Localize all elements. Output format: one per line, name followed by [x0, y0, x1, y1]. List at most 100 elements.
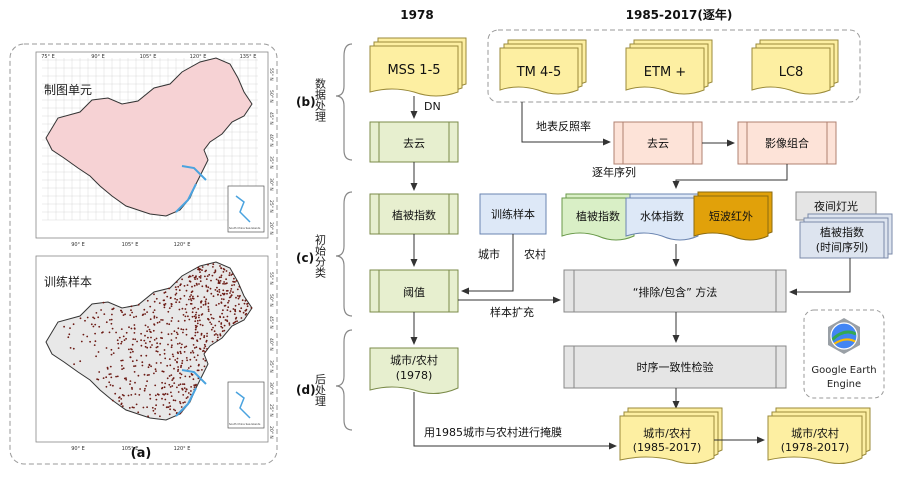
- sample-dot: [131, 406, 134, 409]
- sample-dot: [197, 308, 200, 310]
- sample-dot: [128, 326, 130, 329]
- sample-dot: [180, 328, 183, 330]
- sample-dot: [184, 375, 187, 378]
- sample-dot: [137, 411, 140, 414]
- sample-dot: [121, 405, 124, 407]
- sample-dot: [220, 276, 223, 278]
- sample-dot: [142, 313, 145, 316]
- sample-dot: [155, 404, 158, 407]
- sample-dot: [129, 356, 132, 359]
- sample-dot: [154, 368, 157, 371]
- lat-tick-top: 30° N: [268, 178, 274, 191]
- sample-dot: [185, 357, 188, 359]
- node-result-1985-2017: 城市/农村 (1985-2017): [619, 407, 723, 464]
- sample-dot: [210, 292, 213, 295]
- sample-dot: [153, 293, 155, 296]
- sample-dot: [72, 347, 75, 350]
- sample-dot: [183, 387, 186, 389]
- sample-dot: [73, 363, 75, 366]
- sample-dot: [194, 320, 197, 323]
- sample-dot: [120, 340, 123, 343]
- sample-dot: [137, 303, 140, 306]
- sample-dot: [186, 396, 189, 398]
- sample-dot: [226, 292, 228, 295]
- sample-dot: [196, 354, 199, 357]
- sample-dot: [220, 274, 223, 277]
- sample-dot: [220, 301, 223, 304]
- sample-dot: [131, 388, 134, 390]
- sample-dot: [166, 295, 169, 298]
- sample-dot: [120, 359, 123, 362]
- sample-dot: [146, 406, 149, 409]
- sample-dot: [170, 391, 172, 394]
- sample-dot: [203, 365, 206, 368]
- sample-dot: [123, 394, 125, 397]
- sample-dot: [199, 271, 201, 273]
- sample-dot: [189, 295, 191, 298]
- sample-dot: [149, 393, 151, 396]
- node-consistency-check: 时序一致性检验: [563, 345, 787, 389]
- sample-dot: [192, 378, 195, 381]
- sample-dot: [164, 291, 167, 294]
- sample-dot: [195, 282, 198, 285]
- sample-dot: [191, 311, 194, 314]
- sample-dot: [180, 283, 182, 285]
- sample-dot: [90, 323, 93, 326]
- sample-dot: [189, 275, 192, 278]
- sample-dot: [233, 277, 235, 280]
- sample-dot: [131, 311, 134, 314]
- sample-dot: [98, 371, 101, 373]
- sample-dot: [172, 377, 175, 380]
- edge-samples-to-threshold: [461, 234, 514, 295]
- sample-dot: [193, 356, 196, 359]
- sample-dot: [194, 331, 197, 334]
- sample-dot: [179, 372, 181, 375]
- sample-dot: [203, 343, 206, 346]
- sample-dot: [222, 289, 225, 292]
- sample-dot: [177, 320, 180, 322]
- sample-dot: [191, 274, 194, 277]
- sample-dot: [159, 342, 162, 345]
- sample-dot: [129, 314, 132, 316]
- lat-tick-top: 55° N: [268, 68, 274, 81]
- sample-dot: [220, 322, 223, 324]
- sample-dot: [170, 374, 173, 376]
- sample-dot: [195, 359, 198, 361]
- edge-label-rural: 农村: [524, 247, 546, 261]
- sample-dot: [147, 366, 150, 369]
- sample-dot: [145, 354, 148, 357]
- sample-dot: [149, 318, 152, 321]
- sample-dot: [111, 399, 114, 402]
- lon-tick-bottom-map2: 105° E: [122, 446, 139, 452]
- sample-dot: [234, 308, 237, 311]
- sample-dot: [148, 374, 150, 376]
- sample-dot: [185, 328, 188, 331]
- sample-dot: [102, 331, 104, 333]
- sample-dot: [147, 415, 150, 418]
- sample-dot: [135, 403, 138, 406]
- sample-dot: [228, 296, 231, 299]
- sample-dot: [166, 364, 169, 367]
- sample-dot: [204, 275, 206, 278]
- sample-dot: [223, 324, 226, 327]
- sample-dot: [207, 302, 210, 305]
- sample-dot: [164, 382, 167, 385]
- sample-dot: [161, 370, 164, 373]
- sample-dot: [161, 337, 164, 340]
- sample-dot: [246, 305, 249, 308]
- node-composite-label: 影像组合: [765, 136, 809, 150]
- sample-dot: [144, 334, 146, 337]
- sample-dot: [116, 339, 119, 342]
- sample-dot: [200, 300, 203, 302]
- sample-dot: [122, 335, 125, 338]
- sample-dot: [217, 279, 220, 282]
- sample-dot: [134, 365, 137, 367]
- sample-dot: [217, 336, 219, 339]
- node-mss: MSS 1-5: [369, 37, 467, 97]
- lon-tick-bottom: 105° E: [122, 242, 139, 248]
- sample-dot: [109, 319, 111, 321]
- sample-dot: [121, 311, 123, 314]
- sample-dot: [130, 348, 132, 350]
- sample-dot: [119, 387, 122, 390]
- sample-dot: [190, 291, 193, 294]
